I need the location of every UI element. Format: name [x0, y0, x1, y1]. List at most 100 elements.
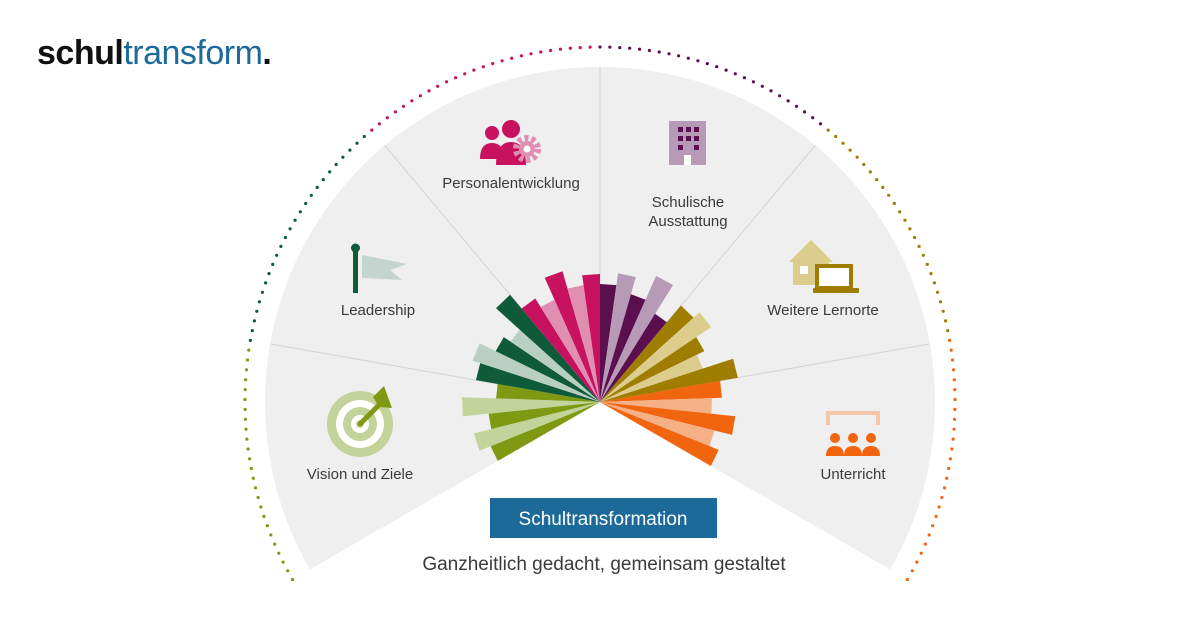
arc-dot	[647, 48, 652, 53]
arc-dot	[826, 128, 830, 132]
arc-dot	[251, 476, 255, 480]
ray	[600, 402, 719, 466]
arc-dot	[811, 116, 815, 120]
arc-dot	[269, 533, 273, 537]
arc-dot	[945, 476, 949, 480]
arc-dot	[862, 162, 866, 167]
arc-dot	[892, 201, 896, 206]
arc-dot	[334, 162, 338, 167]
arc-dot	[834, 134, 838, 139]
ray	[600, 273, 636, 402]
arc-dot	[244, 368, 249, 372]
segment-label-weitere-lernorte: Weitere Lernorte	[767, 302, 878, 319]
arc-dot	[939, 300, 943, 304]
arc-dot	[903, 218, 907, 222]
target-icon	[327, 386, 393, 457]
arc-dot	[953, 407, 957, 411]
arc-dot	[915, 560, 919, 564]
arc-dot	[293, 218, 297, 222]
arc-dot	[944, 319, 948, 323]
ray	[600, 380, 722, 402]
arc-dot	[247, 348, 251, 352]
arc-dot	[539, 50, 543, 54]
arc-dot	[786, 99, 790, 103]
ray	[544, 271, 600, 402]
arc-dot	[598, 45, 602, 49]
arc-dot	[950, 447, 954, 451]
arc-dot	[760, 84, 764, 88]
arc-dot	[491, 62, 495, 66]
arc-dot	[510, 56, 514, 60]
arc-dot	[705, 62, 709, 66]
ray	[600, 402, 715, 447]
color-rays	[462, 271, 738, 466]
arc-dot	[724, 68, 728, 72]
logo-part-schul: schul	[37, 34, 124, 72]
ray	[473, 402, 600, 451]
arc-dot	[923, 542, 927, 546]
arc-dot	[249, 466, 253, 471]
arc-dot	[940, 495, 944, 500]
arc-dot	[281, 560, 285, 564]
people-gear-icon	[480, 120, 541, 165]
arc-dot	[255, 309, 259, 313]
arc-dot	[931, 524, 935, 528]
arc-dot	[321, 178, 325, 182]
center-title: Schultransformation	[519, 509, 688, 530]
arc-dot	[273, 542, 277, 546]
arc-dot	[946, 329, 950, 333]
arc-dot	[529, 52, 533, 56]
arc-dot	[818, 122, 823, 126]
ray	[472, 343, 600, 402]
arc-dot	[248, 457, 252, 461]
arc-dot	[243, 388, 247, 392]
arc-dot	[262, 514, 266, 519]
ray	[496, 383, 600, 402]
arc-dot	[253, 486, 258, 490]
home-laptop-icon	[789, 240, 859, 293]
arc-dot	[913, 235, 917, 240]
segment-label-leadership: Leadership	[341, 302, 415, 319]
arc-dot	[618, 46, 622, 50]
arc-dot	[686, 56, 690, 60]
ray	[600, 305, 694, 402]
arc-dot	[628, 46, 632, 50]
segment-label-schulische: Schulische	[652, 194, 725, 211]
arc-dot	[243, 407, 247, 411]
arc-dot	[362, 134, 366, 139]
arc-dot	[950, 358, 955, 362]
arc-dot	[377, 122, 382, 126]
arc-dot	[751, 80, 756, 84]
arc-dot	[271, 262, 275, 266]
arc-dot	[568, 46, 572, 50]
arc-dot	[427, 89, 431, 93]
center-subtitle: Ganzheitlich gedacht, gemeinsam gestalte…	[422, 554, 786, 575]
arc-dot	[910, 569, 914, 573]
arc-dot	[265, 524, 269, 528]
arc-dot	[948, 457, 953, 461]
arc-dot	[929, 272, 933, 276]
arc-dot	[905, 577, 910, 582]
arc-dot	[908, 227, 912, 231]
arc-dot	[256, 495, 260, 500]
ray	[600, 398, 712, 414]
arc-dot	[245, 358, 250, 362]
arc-dot	[588, 45, 592, 49]
arc-dot	[715, 65, 719, 69]
arc-dot	[657, 50, 661, 54]
arc-dot	[936, 290, 940, 294]
arc-dot	[898, 210, 902, 214]
arc-dot	[259, 505, 263, 509]
arc-dot	[953, 417, 957, 421]
arc-dot	[298, 210, 302, 214]
segment-divider	[384, 145, 601, 403]
arc-dot	[841, 141, 845, 145]
ray	[462, 397, 600, 417]
ray	[540, 299, 600, 402]
building-icon	[669, 121, 706, 165]
ray	[567, 285, 600, 402]
arc-dot	[246, 447, 250, 451]
arc-dot	[952, 378, 956, 382]
arc-dot	[500, 59, 504, 63]
arc-dot	[309, 193, 313, 197]
